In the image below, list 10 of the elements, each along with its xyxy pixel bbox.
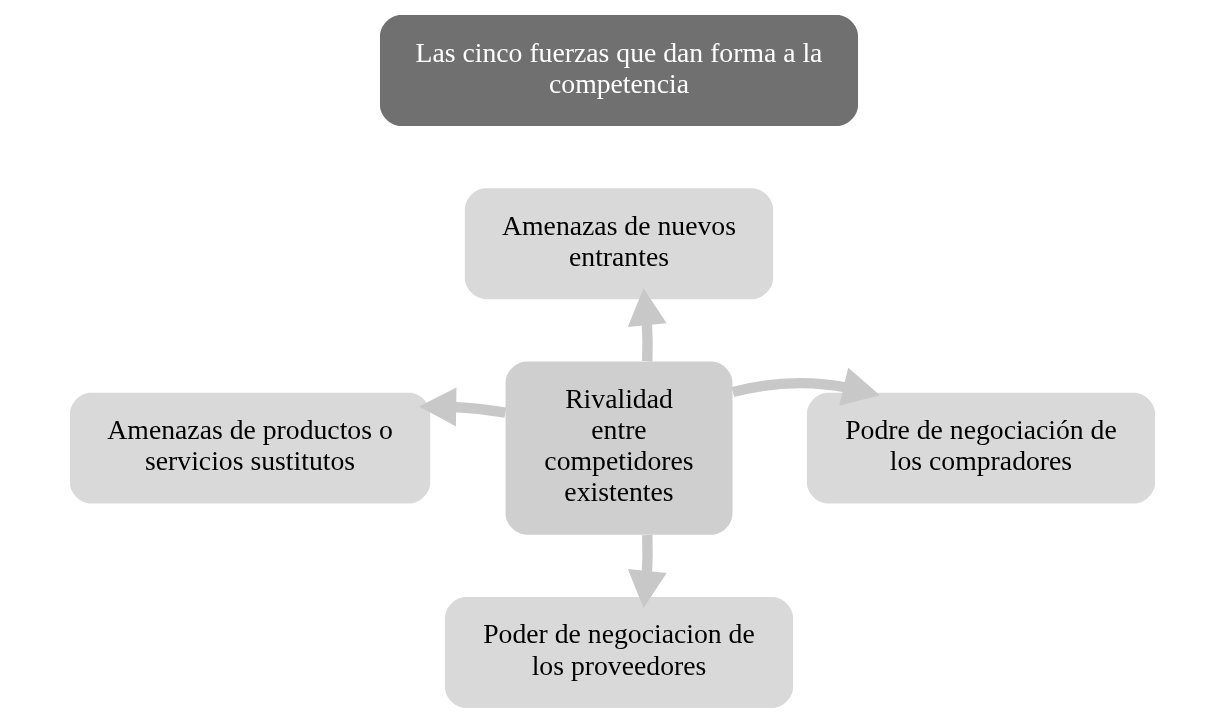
node-box: Amenazas de productos o servicios sustitutos: [69, 392, 431, 504]
arrow: [419, 387, 507, 427]
arrow: [627, 288, 667, 362]
node-box: Poder de negociacion de los proveedores: [444, 597, 794, 708]
node-box: Rivalidad entre competidores existentes: [505, 361, 733, 535]
arrow: [731, 367, 880, 406]
node-box: Las cinco fuerzas que dan forma a la competencia: [379, 15, 858, 126]
arrow: [627, 534, 667, 608]
node-box: Podre de negociación de los compradores: [806, 392, 1156, 504]
node-box: Amenazas de nuevos entrantes: [464, 188, 774, 300]
